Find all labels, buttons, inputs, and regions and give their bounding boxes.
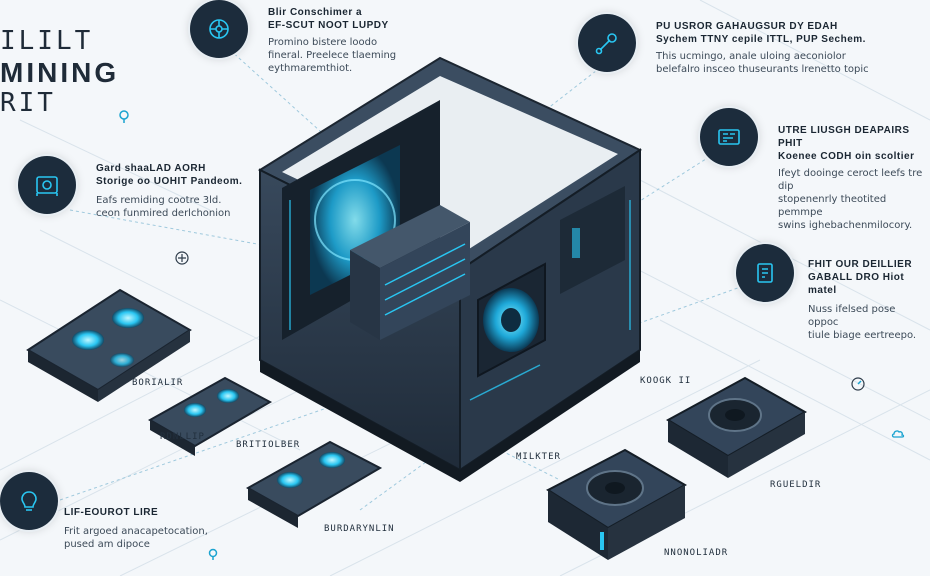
lightbulb-icon: [0, 472, 58, 530]
pin-dot-icon: [208, 548, 218, 560]
callout-top-right: PU USROR GAHAUGSUR DY EDAH Sychem TTNY c…: [656, 20, 916, 76]
module-label: RDNLLIP: [160, 432, 205, 442]
module-stack-right: [665, 376, 808, 478]
callout-head: LIF-EOUROT LIRE: [64, 507, 159, 518]
network-node-icon: [175, 251, 189, 265]
module-label: BURDARYNLIN: [324, 524, 395, 534]
fan-icon: [190, 0, 248, 58]
callout-body: Frit argoed anacapetocation,: [64, 526, 208, 537]
callout-body: swins ighebachenmilocory.: [778, 220, 913, 231]
title-line-1: ILILT: [0, 26, 94, 56]
title-line-3: RIT: [0, 88, 56, 118]
callout-top-center: Blir Conschimer a EF-SCUT NOOT LUPDY Pro…: [268, 6, 438, 75]
power-supply-icon: [736, 244, 794, 302]
callout-bottom-left: LIF-EOUROT LIRE Frit argoed anacapetocat…: [64, 506, 244, 551]
callout-body: Eafs remiding cootre 3ld.: [96, 195, 222, 206]
callout-head: Storige oo UOHIT Pandeom.: [96, 176, 243, 187]
callout-body: Nuss ifelsed pose oppoc: [808, 304, 896, 328]
callout-body: Promino bistere loodo: [268, 37, 378, 48]
callout-body: eythmaremthiot.: [268, 63, 353, 74]
gauge-icon: [851, 377, 865, 391]
module-board-2: [147, 376, 273, 456]
gpu-card-icon: [18, 156, 76, 214]
module-stack-bottom: [545, 448, 688, 560]
module-label: BRITIOLBER: [236, 440, 301, 450]
module-label: KOOGK II: [640, 376, 692, 386]
callout-lower-right: FHIT OUR DEILLIER GABALL DRO Hiot matel …: [808, 258, 928, 342]
callout-head: Sychem TTNY cepile ITTL, PUP Sechem.: [656, 34, 866, 45]
module-label: BORIALIR: [132, 378, 184, 388]
callout-head: EF-SCUT NOOT LUPDY: [268, 20, 389, 31]
callout-head: Koenee CODH oin scoltier: [778, 151, 915, 162]
callout-mid-right: UTRE LIUSGH DEAPAIRS PHIT Koenee CODH oi…: [778, 124, 928, 232]
callout-head: PU USROR GAHAUGSUR DY EDAH: [656, 21, 838, 32]
callout-body: stopenenrly theotited pemmpe: [778, 194, 887, 218]
location-pin-icon: [119, 110, 129, 123]
callout-head: Blir Conschimer a: [268, 7, 363, 18]
module-label: MILKTER: [516, 452, 561, 462]
cloud-icon: [891, 430, 905, 438]
callout-body: This ucmingo, anale uloing aeconiolor: [656, 51, 846, 62]
callout-head: UTRE LIUSGH DEAPAIRS PHIT: [778, 125, 910, 149]
callout-mid-left: Gard shaaLAD AORH Storige oo UOHIT Pande…: [96, 162, 276, 220]
module-board-3: [245, 440, 383, 528]
callout-body: pused am dipoce: [64, 539, 150, 550]
callout-head: Gard shaaLAD AORH: [96, 163, 206, 174]
callout-head: GABALL DRO Hiot matel: [808, 272, 905, 296]
circuit-board-icon: [700, 108, 758, 166]
callout-body: ceon funmired derlchonion: [96, 208, 231, 219]
callout-head: FHIT OUR DEILLIER: [808, 259, 913, 270]
callout-body: fineral. Preelece tlaeming: [268, 50, 397, 61]
diagram-title: ILILT MINING RIT: [0, 26, 119, 119]
callout-body: belefalro insceo thuseurants lrenetto to…: [656, 64, 869, 75]
module-label: RGUELDIR: [770, 480, 822, 490]
callout-body: Ifeyt dooinge ceroct leefs tre dip: [778, 168, 923, 192]
title-line-2: MINING: [0, 57, 120, 88]
wrench-icon: [578, 14, 636, 72]
callout-body: tiule biage eertreepo.: [808, 330, 917, 341]
module-label: NNONOLIADR: [664, 548, 729, 558]
module-board-1: [26, 288, 192, 402]
